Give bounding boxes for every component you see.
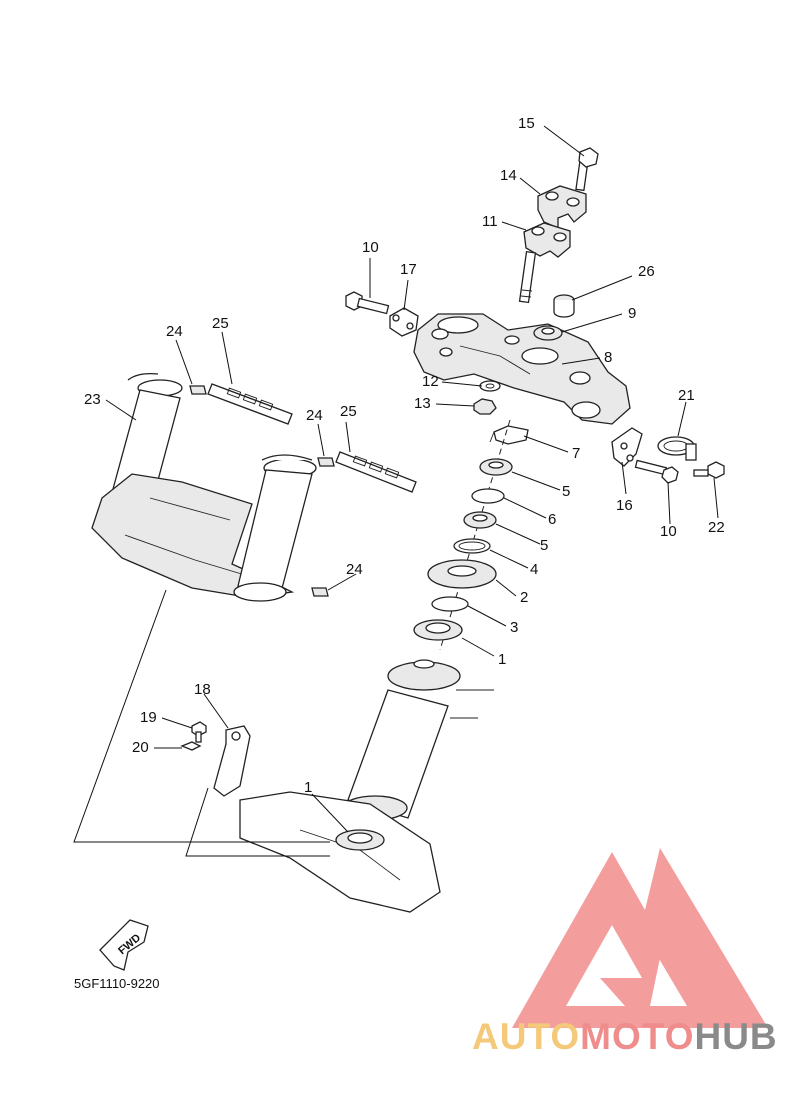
callout-22: 22 (708, 519, 725, 536)
washer-3 (431, 596, 469, 612)
bolt-15 (575, 147, 599, 192)
callout-9: 9 (628, 305, 636, 322)
callout-18: 18 (194, 681, 211, 698)
washer-12 (479, 380, 501, 392)
callout-5-upper: 5 (562, 483, 570, 500)
assembly-axis (439, 419, 511, 651)
nut-13 (473, 398, 497, 415)
watermark-wordmark: AUTOMOTOHUB (472, 1016, 800, 1066)
fork-cover-right (233, 454, 317, 602)
handlebar-lower-holder-11 (518, 222, 571, 304)
callout-labels: 15 14 11 10 17 26 9 8 24 25 23 12 13 21 … (84, 115, 725, 796)
reference-line-bracket (185, 787, 330, 857)
bracket-17 (389, 307, 419, 337)
callout-1-upper: 1 (498, 651, 506, 668)
callout-24-a: 24 (166, 323, 183, 340)
callout-1-lower: 1 (304, 779, 312, 796)
steering-stem (239, 659, 494, 913)
bearing-1-upper (413, 619, 463, 641)
callout-10-lower: 10 (660, 523, 677, 540)
bearing-cover-2 (427, 559, 497, 589)
bracket-16 (611, 427, 643, 467)
bolt-22 (693, 461, 725, 479)
handlebar-upper-holder-14 (537, 185, 587, 229)
cap-26 (553, 294, 575, 318)
callout-21: 21 (678, 387, 695, 404)
callout-4: 4 (530, 561, 538, 578)
callout-17: 17 (400, 261, 417, 278)
callout-14: 14 (500, 167, 517, 184)
callout-3: 3 (510, 619, 518, 636)
callout-5-lower: 5 (540, 537, 548, 554)
emblem-25-right (335, 451, 417, 493)
callout-19: 19 (140, 709, 157, 726)
callout-24-b: 24 (306, 407, 323, 424)
callout-10-upper: 10 (362, 239, 379, 256)
callout-15: 15 (518, 115, 535, 132)
seal-4 (453, 538, 491, 554)
fwd-arrow-icon: FWD (99, 919, 149, 971)
ring-nut-5-lower (463, 511, 497, 529)
callout-25-a: 25 (212, 315, 229, 332)
clamp-21 (657, 436, 697, 461)
callout-13: 13 (414, 395, 431, 412)
watermark-logo (512, 848, 768, 1028)
bolt-19 (191, 721, 207, 743)
steering-nut-9 (533, 325, 563, 341)
leader-lines (105, 125, 719, 833)
callout-6: 6 (548, 511, 556, 528)
callout-23: 23 (84, 391, 101, 408)
ring-nut-5-upper (479, 458, 513, 476)
callout-7: 7 (572, 445, 580, 462)
emblem-25-left (207, 383, 293, 425)
nut-20 (180, 741, 202, 751)
callout-24-c: 24 (346, 561, 363, 578)
bolt-10-upper (345, 291, 390, 315)
callout-2: 2 (520, 589, 528, 606)
watermark-auto: AUTO (472, 1016, 581, 1057)
collar-7 (489, 425, 529, 445)
watermark-moto: MOTO (580, 1016, 695, 1057)
callout-25-b: 25 (340, 403, 357, 420)
upper-bracket-8 (413, 313, 631, 425)
watermark-hub: HUB (694, 1016, 778, 1057)
bolt-10-lower (634, 459, 679, 484)
callout-26: 26 (638, 263, 655, 280)
diagram-code: 5GF1110-9220 (74, 976, 160, 991)
bracket-18 (213, 725, 251, 797)
callout-12: 12 (422, 373, 439, 390)
reference-line-left (73, 589, 330, 843)
callout-11: 11 (482, 213, 498, 230)
callout-20: 20 (132, 739, 149, 756)
bearing-1-lower (335, 829, 385, 851)
callout-16: 16 (616, 497, 633, 514)
damper-24 (189, 385, 335, 597)
callout-8: 8 (604, 349, 612, 366)
washer-6 (471, 488, 505, 504)
